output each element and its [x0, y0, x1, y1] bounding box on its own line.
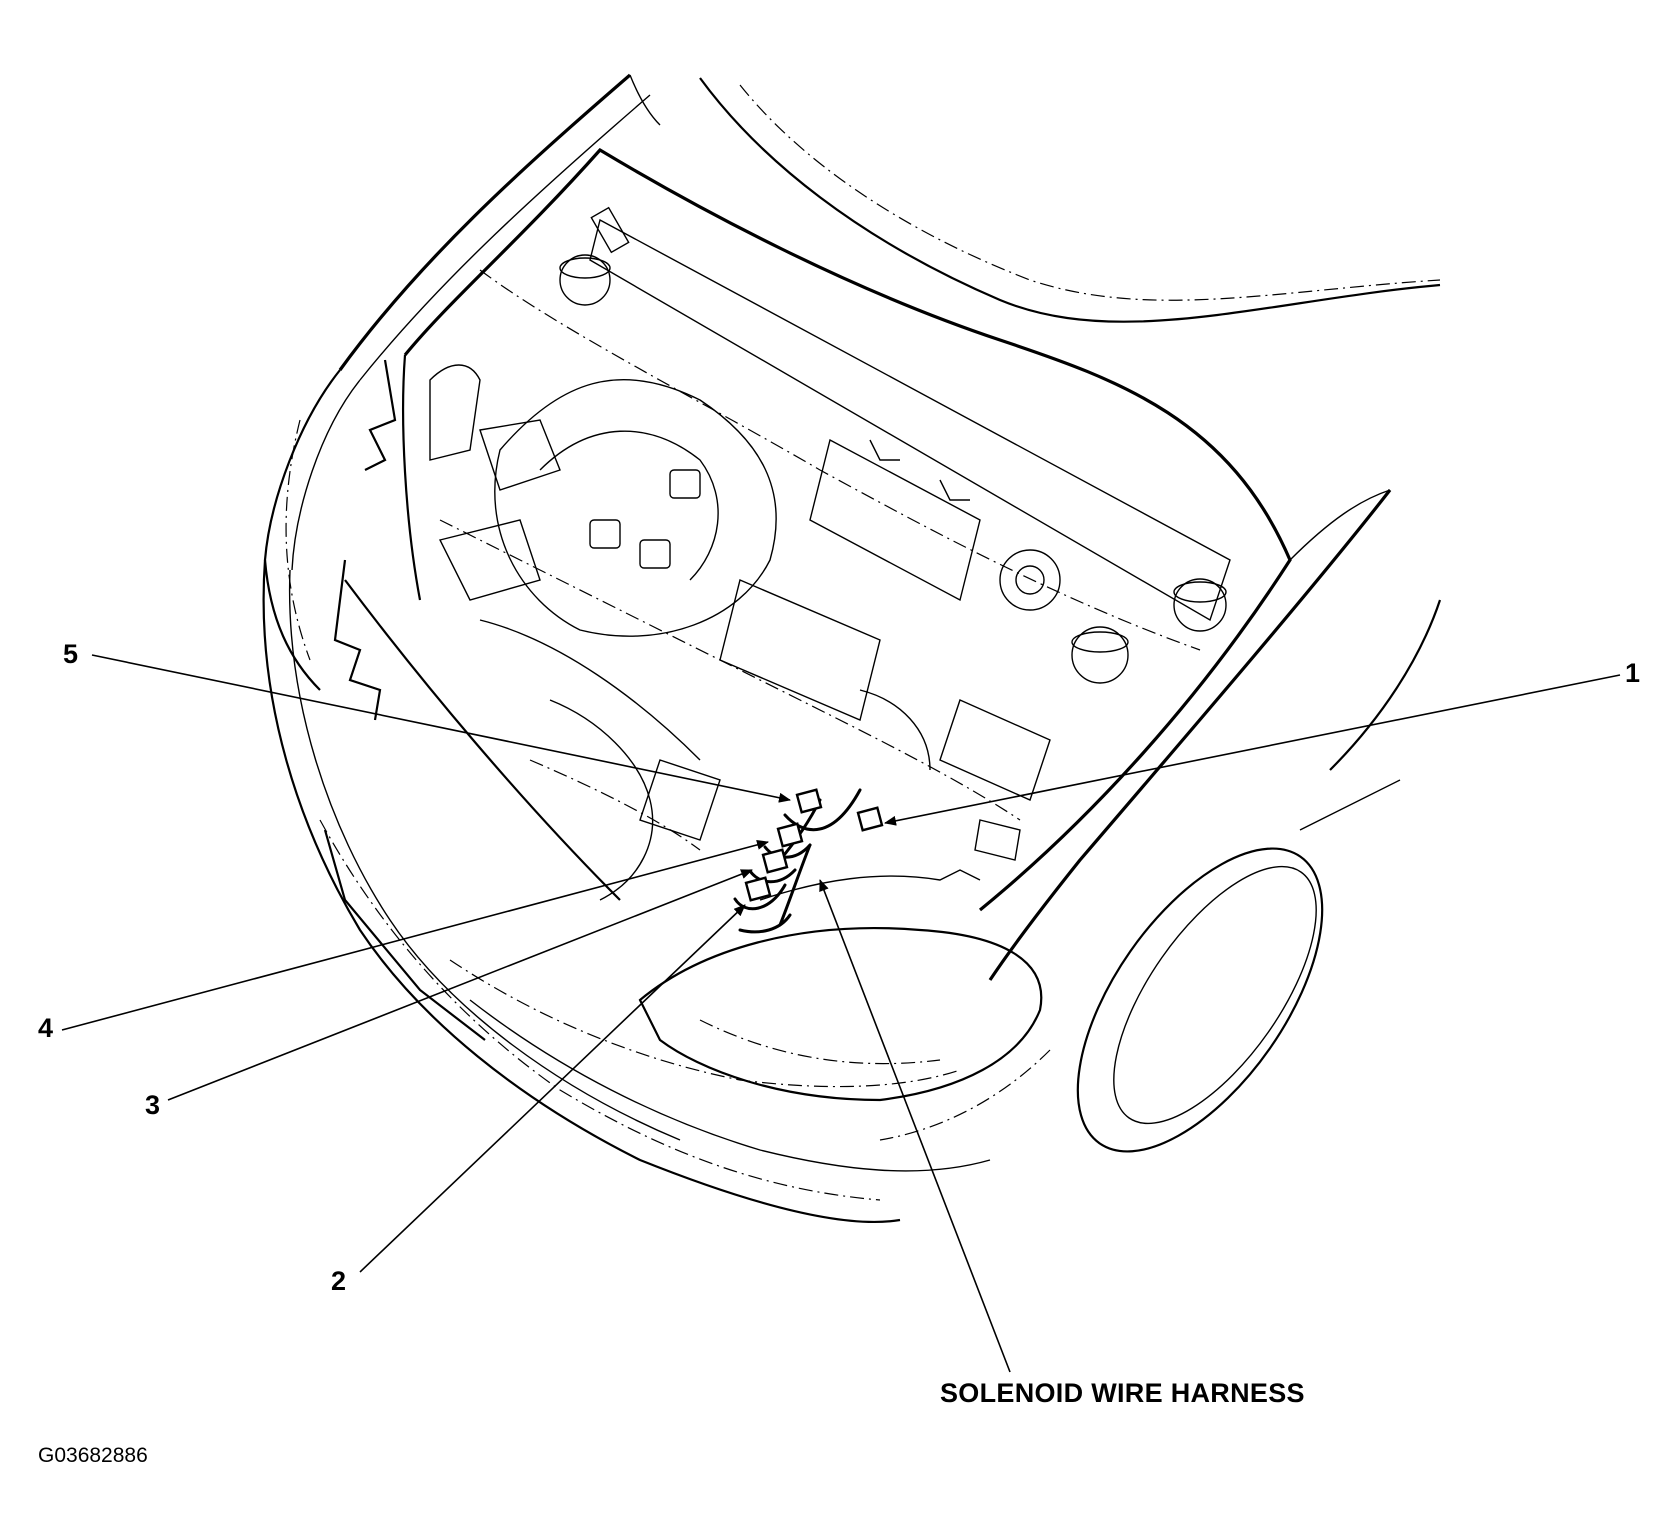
- callout-4: 4: [38, 1013, 54, 1043]
- leader-line-3: [167, 869, 753, 1101]
- callout-3: 3: [145, 1090, 161, 1120]
- callout-5: 5: [63, 639, 79, 669]
- connector-4: [776, 822, 804, 848]
- connectors: [744, 788, 884, 902]
- solenoid-wire-harness: [733, 788, 862, 934]
- engine-components: [429, 206, 1231, 901]
- callout-1: 1: [1625, 658, 1641, 688]
- figure-id: G03682886: [38, 1444, 148, 1467]
- leader-line-5: [91, 654, 791, 803]
- front-bumper: [262, 559, 991, 1224]
- leader-line-harness: [819, 879, 1011, 1373]
- front-nose: [638, 869, 1043, 1102]
- engine-compartment-outline: [344, 147, 1391, 912]
- harness-caption: SOLENOID WIRE HARNESS: [940, 1378, 1305, 1408]
- leader-line-1: [884, 674, 1621, 826]
- hood-outline: [338, 73, 1441, 381]
- connector-5: [795, 788, 823, 814]
- callout-2: 2: [331, 1266, 347, 1296]
- leader-lines: [61, 654, 1621, 1373]
- connector-3: [761, 848, 789, 874]
- connector-1: [856, 806, 884, 832]
- right-fender-wheel: [879, 489, 1442, 1153]
- left-fender: [263, 359, 397, 721]
- leader-line-4: [61, 839, 769, 1031]
- connector-2: [744, 876, 772, 902]
- leader-line-2: [359, 904, 746, 1273]
